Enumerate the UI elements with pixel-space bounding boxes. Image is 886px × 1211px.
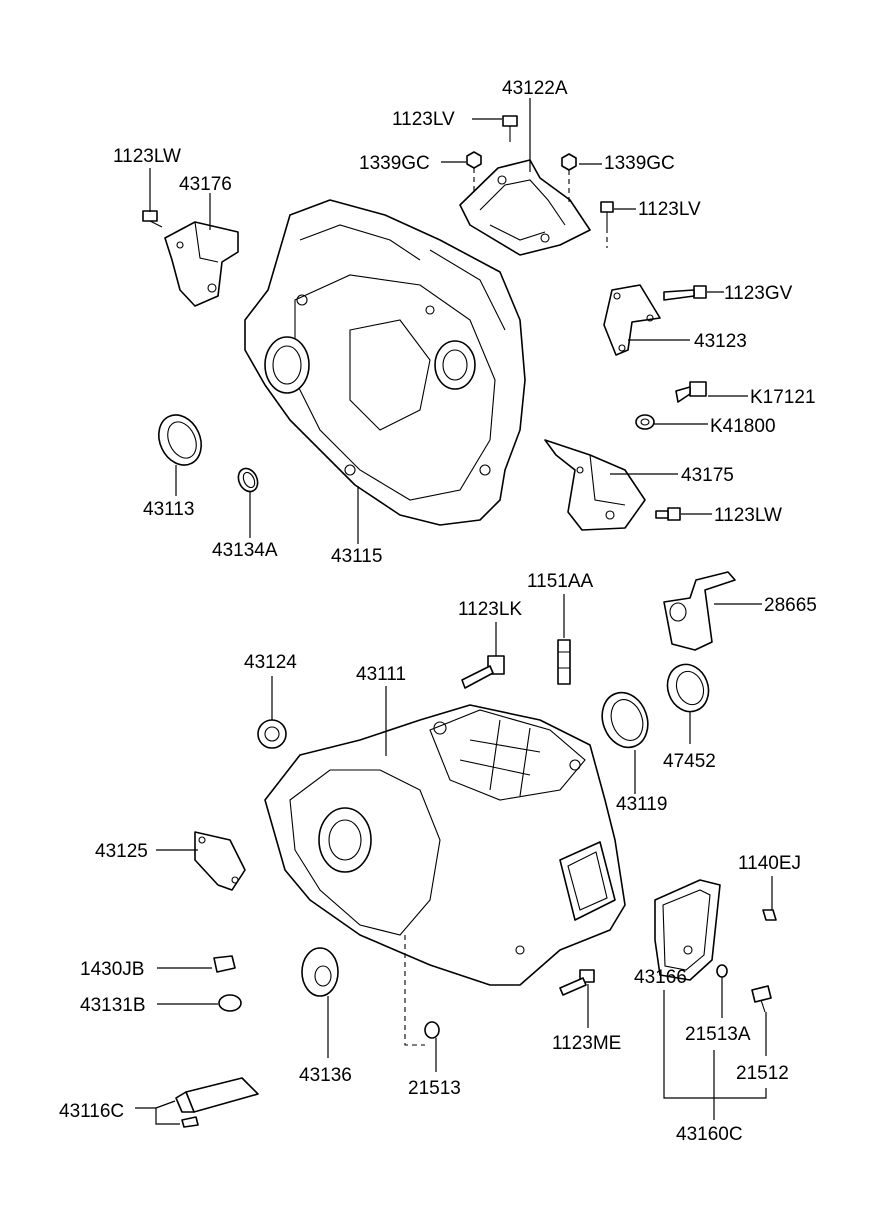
bushing-43124 (257, 719, 287, 749)
label-43122A: 43122A (502, 78, 568, 99)
bolt-1123GV (663, 285, 707, 301)
label-43124: 43124 (244, 652, 297, 673)
bracket-43122A (459, 159, 591, 256)
label-21513: 21513 (408, 1078, 461, 1099)
label-43131B: 43131B (80, 995, 146, 1016)
label-1123LV-right: 1123LV (638, 199, 701, 220)
plug-43131B (218, 994, 242, 1012)
bolt-1123ME (559, 969, 595, 996)
label-43134A: 43134A (212, 540, 278, 561)
label-43113: 43113 (143, 499, 194, 520)
sealant-tube-43116C (175, 1077, 259, 1128)
bolt-1140EJ (762, 909, 777, 921)
label-K17121: K17121 (750, 387, 816, 408)
seal-43136 (301, 947, 339, 997)
label-1123ME: 1123ME (552, 1033, 621, 1054)
label-43160C: 43160C (676, 1124, 743, 1145)
label-43115: 43115 (331, 546, 382, 567)
bracket-43176 (164, 221, 239, 307)
label-1151AA: 1151AA (527, 571, 594, 592)
label-43125: 43125 (95, 841, 148, 862)
label-43176: 43176 (179, 174, 232, 195)
washer-K41800 (635, 414, 655, 430)
label-43111: 43111 (356, 664, 406, 685)
label-47452: 47452 (663, 751, 716, 772)
bolt-K17121 (675, 381, 707, 403)
label-1123LV-top: 1123LV (392, 109, 455, 130)
cover-43166 (654, 879, 721, 981)
label-43175: 43175 (681, 465, 734, 486)
label-28665: 28665 (764, 595, 817, 616)
ring-21513A (716, 964, 728, 978)
bolt-1123LV-right (600, 201, 614, 248)
nut-1339GC-right (561, 153, 577, 205)
label-21512: 21512 (736, 1063, 789, 1084)
seal-47452 (666, 663, 710, 713)
plug-21512 (751, 985, 772, 1013)
seal-43113 (158, 414, 202, 466)
cover-43125 (194, 831, 246, 891)
bolt-1123LW-mid (655, 507, 681, 521)
seal-43134A (237, 467, 259, 493)
label-43119: 43119 (616, 794, 667, 815)
transaxle-case-43111 (264, 704, 626, 1046)
nut-1339GC-left (466, 151, 482, 195)
part-labels: 43122A 1123LV 1339GC 1339GC 1123LV 1123L… (59, 78, 817, 1145)
bolt-1123LV-top (502, 115, 518, 142)
plate-43123 (603, 284, 661, 356)
ring-21513 (424, 1021, 440, 1039)
leader-lines (135, 98, 773, 1125)
bracket-43175 (544, 439, 646, 531)
label-1123LW-top: 1123LW (113, 146, 181, 167)
label-1123GV: 1123GV (724, 283, 793, 304)
clutch-housing-43115 (244, 199, 526, 526)
pin-1430JB (213, 955, 236, 973)
label-1123LW-mid: 1123LW (714, 505, 782, 526)
stud-1151AA (557, 639, 571, 685)
label-21513A: 21513A (685, 1024, 751, 1045)
label-1430JB: 1430JB (80, 959, 144, 980)
label-43166: 43166 (634, 967, 687, 988)
label-K41800: K41800 (710, 416, 776, 437)
bracket-28665 (663, 571, 736, 651)
label-43136: 43136 (299, 1065, 352, 1086)
label-1339GC-right: 1339GC (604, 153, 675, 174)
bolt-1123LW-top (142, 210, 163, 228)
label-1339GC-left: 1339GC (359, 153, 430, 174)
bolt-1123LK (461, 655, 505, 689)
seal-43119 (601, 691, 649, 749)
label-43116C: 43116C (59, 1101, 124, 1122)
label-43123: 43123 (694, 331, 747, 352)
label-1140EJ: 1140EJ (738, 853, 801, 874)
label-1123LK: 1123LK (458, 599, 522, 620)
